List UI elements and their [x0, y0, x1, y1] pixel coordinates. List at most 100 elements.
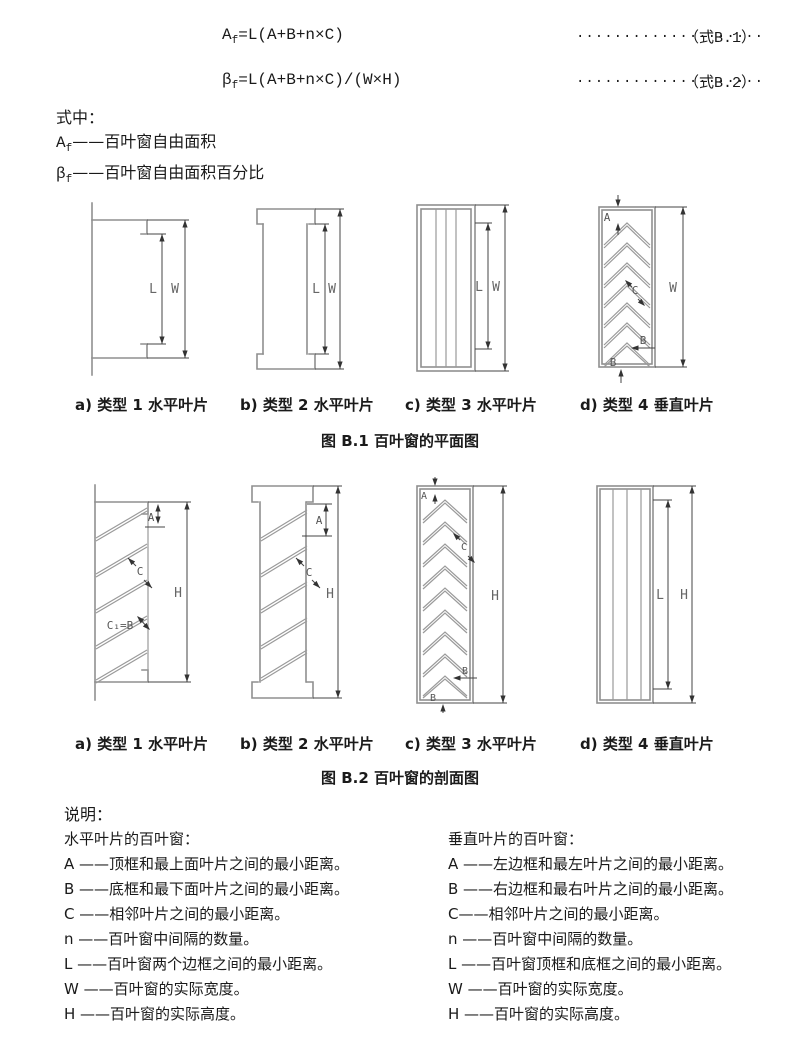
where-def-af-desc: ——百叶窗自由面积 — [72, 132, 217, 151]
diagram-b1-type2-plan: L W — [256, 208, 344, 370]
formula-b1-base: A — [222, 26, 232, 44]
annotations: A C C₁=B — [107, 504, 165, 632]
legend-item: n ——百叶窗中间隔的数量。 — [64, 930, 259, 948]
diagram-b1-type3-plan: L W — [416, 204, 509, 372]
legend-item: H ——百叶窗的实际高度。 — [64, 1005, 246, 1023]
formula-b1-subscript: f — [231, 35, 239, 48]
caption-b1-d: d) 类型 4 垂直叶片 — [580, 396, 714, 414]
formula-b1-expression: Af=L(A+B+n×C) — [222, 26, 344, 47]
legend-item: C ——相邻叶片之间的最小距离。 — [64, 905, 290, 923]
dim-label-a: A — [316, 514, 323, 527]
diagram-b2-type2-section: A C H — [251, 485, 342, 699]
formula-b2-body: =L(A+B+n×C)/(W×H) — [238, 71, 402, 89]
dim-label-w: W — [171, 282, 179, 297]
annotations: A C — [295, 503, 332, 589]
diagram-b2-type1-section: A C C₁=B H — [94, 484, 191, 701]
dim-label-c: C — [632, 284, 639, 297]
dim-label-b: B — [640, 334, 647, 347]
where-def-af-subscript: f — [65, 143, 73, 156]
caption-b2-c: c) 类型 3 水平叶片 — [405, 735, 537, 753]
dim-label-w: W — [669, 281, 677, 296]
where-clause: 式中： Af——百叶窗自由面积 βf——百叶窗自由面积百分比 — [56, 106, 264, 192]
louver-profile — [416, 485, 474, 704]
legend-column-vertical: 垂直叶片的百叶窗： A ——左边框和最左叶片之间的最小距离。 B ——右边框和最… — [448, 827, 733, 1027]
dimensions: L W — [147, 219, 189, 359]
formula-b2-expression: βf=L(A+B+n×C)/(W×H) — [222, 71, 401, 92]
legend-item: C——相邻叶片之间的最小距离。 — [448, 905, 669, 923]
legend-title: 说明： — [64, 805, 113, 824]
dim-label-a: A — [604, 211, 611, 224]
where-def-bf: βf——百叶窗自由面积百分比 — [56, 161, 264, 192]
dim-label-c1b: C₁=B — [107, 619, 134, 632]
caption-b2-a: a) 类型 1 水平叶片 — [75, 735, 209, 753]
chevron-blades — [422, 499, 468, 699]
dimensions: H — [313, 485, 342, 699]
formula-b2-number: （式B.2） — [684, 75, 757, 92]
legend-item: n ——百叶窗中间隔的数量。 — [448, 930, 643, 948]
where-intro: 式中： — [56, 108, 105, 127]
dim-label-h: H — [174, 586, 182, 601]
dim-label-w: W — [492, 280, 500, 295]
formula-b2: βf=L(A+B+n×C)/(W×H) ....................… — [0, 71, 800, 93]
louver-profile — [416, 204, 476, 372]
dim-label-b2: B — [430, 693, 436, 704]
legend-item: L ——百叶窗两个边框之间的最小距离。 — [64, 955, 333, 973]
dim-label-l: L — [312, 282, 320, 297]
dimensions: L W — [312, 208, 344, 370]
dimensions: W — [655, 206, 687, 368]
dim-label-c: C — [306, 566, 313, 579]
where-def-af: Af——百叶窗自由面积 — [56, 130, 264, 161]
louver-profile — [94, 484, 149, 701]
legend-item: B ——右边框和最右叶片之间的最小距离。 — [448, 880, 734, 898]
dim-label-a: A — [148, 511, 155, 524]
legend-item: H ——百叶窗的实际高度。 — [448, 1005, 630, 1023]
legend-item: L ——百叶窗顶框和底框之间的最小距离。 — [448, 955, 732, 973]
dim-label-h: H — [680, 588, 688, 603]
dim-label-h: H — [326, 587, 334, 602]
louver-profile — [251, 485, 314, 699]
where-def-bf-desc: ——百叶窗自由面积百分比 — [72, 163, 265, 183]
louver-profile — [91, 202, 148, 376]
figure-b2-title: 图 B.2 百叶窗的剖面图 — [320, 769, 479, 787]
dim-label-c: C — [461, 542, 467, 553]
where-def-bf-symbol: β — [56, 165, 66, 184]
legend-item: A ——左边框和最左叶片之间的最小距离。 — [448, 855, 734, 873]
legend-item: B ——底框和最下面叶片之间的最小距离。 — [64, 880, 350, 898]
louver-profile — [598, 206, 656, 368]
dimensions: H — [473, 485, 507, 704]
legend-heading-horizontal: 水平叶片的百叶窗： — [64, 830, 200, 848]
louver-profile — [596, 485, 654, 704]
dim-label-w: W — [328, 282, 336, 297]
caption-b2-b: b) 类型 2 水平叶片 — [240, 735, 374, 753]
dimensions: H — [148, 501, 191, 683]
legend-heading-vertical: 垂直叶片的百叶窗： — [448, 830, 584, 848]
diagram-b2-type3-section: A C B B H — [416, 477, 507, 713]
caption-b2-d: d) 类型 4 垂直叶片 — [580, 735, 714, 753]
dim-label-a: A — [421, 491, 427, 502]
where-def-bf-subscript: f — [65, 174, 73, 187]
formula-b1: Af=L(A+B+n×C) .................... （式B.1… — [0, 26, 800, 48]
caption-b1-b: b) 类型 2 水平叶片 — [240, 396, 374, 414]
caption-b1-a: a) 类型 1 水平叶片 — [75, 396, 209, 414]
caption-b1-c: c) 类型 3 水平叶片 — [405, 396, 537, 414]
slanted-blades — [260, 509, 308, 682]
diagram-b1-type4-plan: A C B B W — [598, 195, 687, 383]
dim-label-c: C — [137, 565, 144, 578]
figure-b1-title: 图 B.1 百叶窗的平面图 — [320, 432, 479, 450]
diagram-b1-type1-plan: L W — [91, 202, 189, 376]
formula-b1-number: （式B.1） — [684, 30, 757, 47]
annotations: A C B B — [604, 195, 655, 383]
dim-label-b2: B — [610, 356, 617, 369]
legend-column-horizontal: 水平叶片的百叶窗： A ——顶框和最上面叶片之间的最小距离。 B ——底框和最下… — [64, 827, 349, 1027]
dim-label-l: L — [475, 280, 483, 295]
dim-label-l: L — [656, 588, 664, 603]
dimensions: L W — [475, 204, 509, 372]
diagram-b2-type4-section: L H — [596, 485, 696, 704]
formula-b2-base: β — [222, 71, 232, 89]
legend-item: A ——顶框和最上面叶片之间的最小距离。 — [64, 855, 350, 873]
legend-item: W ——百叶窗的实际宽度。 — [448, 980, 633, 998]
dim-label-l: L — [149, 282, 157, 297]
formula-b1-body: =L(A+B+n×C) — [238, 26, 344, 44]
louver-profile — [256, 208, 316, 370]
annotations: A C B B — [421, 477, 477, 713]
